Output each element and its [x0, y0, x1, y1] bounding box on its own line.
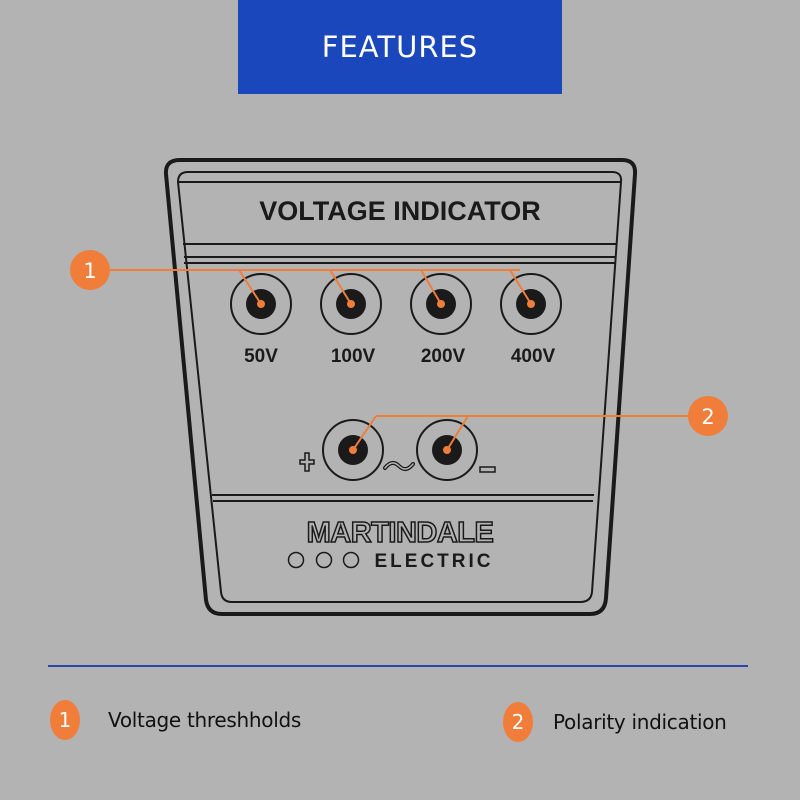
ac-tilde-inner — [384, 462, 414, 470]
threshold-label: 400V — [511, 346, 556, 367]
threshold-label: 100V — [331, 346, 376, 367]
legend-badge-1: 1 — [50, 700, 80, 740]
banner-title: FEATURES — [321, 30, 479, 64]
features-banner: FEATURES — [238, 0, 562, 94]
svg-text:2: 2 — [701, 405, 714, 429]
legend-badge-2: 2 — [503, 702, 533, 742]
legend-item-thresholds: 1 Voltage threshholds — [50, 700, 301, 740]
plus-sign-icon — [299, 452, 315, 472]
brand-name: MARTINDALE — [307, 517, 494, 549]
legend-divider — [48, 665, 748, 667]
panel-inner-outline — [176, 171, 623, 603]
threshold-label: 50V — [244, 346, 278, 367]
threshold-label: 200V — [421, 346, 466, 367]
minus-sign-icon — [479, 466, 496, 473]
panel-outer-outline — [163, 158, 638, 616]
device-title: VOLTAGE INDICATOR — [259, 196, 541, 226]
legend-label: Polarity indication — [553, 710, 727, 734]
svg-text:1: 1 — [83, 259, 96, 283]
callout-2-badge: 2 — [688, 396, 728, 436]
legend-item-polarity: 2 Polarity indication — [503, 702, 727, 742]
callout-2-leaders — [352, 415, 692, 451]
callout-1-leaders — [106, 269, 532, 305]
brand-circles-icon — [287, 551, 360, 569]
led-dots — [257, 300, 535, 454]
legend-label: Voltage threshholds — [108, 708, 301, 732]
brand-sub: ELECTRIC — [375, 551, 494, 572]
callout-1-badge: 1 — [70, 250, 110, 290]
